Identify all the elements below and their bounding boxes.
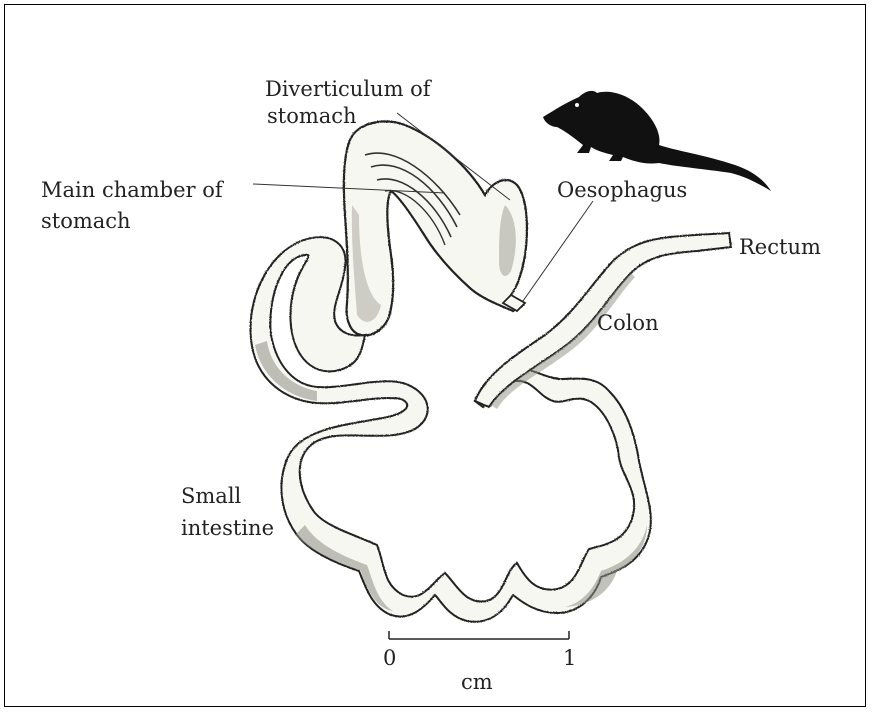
label-diverticulum-line2: stomach <box>267 104 357 128</box>
label-small-intestine-line1: Small <box>181 484 242 508</box>
shrew-silhouette-icon <box>543 91 771 191</box>
leader-oesophagus <box>523 201 593 301</box>
label-colon: Colon <box>597 311 659 335</box>
label-rectum: Rectum <box>739 235 821 259</box>
label-diverticulum-line1: Diverticulum of <box>265 77 433 101</box>
scale-bar-end-label: 1 <box>563 646 576 670</box>
gut-diagram-svg: Diverticulum of stomach Main chamber of … <box>5 5 867 708</box>
scale-bar-start-label: 0 <box>383 646 396 670</box>
label-oesophagus: Oesophagus <box>557 178 687 202</box>
scale-bar-unit-label: cm <box>461 670 493 694</box>
scale-bar: 0 1 cm <box>383 631 576 694</box>
label-main-chamber-line2: stomach <box>41 209 131 233</box>
label-main-chamber-line1: Main chamber of <box>41 178 225 202</box>
label-small-intestine-line2: intestine <box>181 516 274 540</box>
gut-diagram-figure: Diverticulum of stomach Main chamber of … <box>4 4 866 707</box>
stomach <box>344 121 527 335</box>
